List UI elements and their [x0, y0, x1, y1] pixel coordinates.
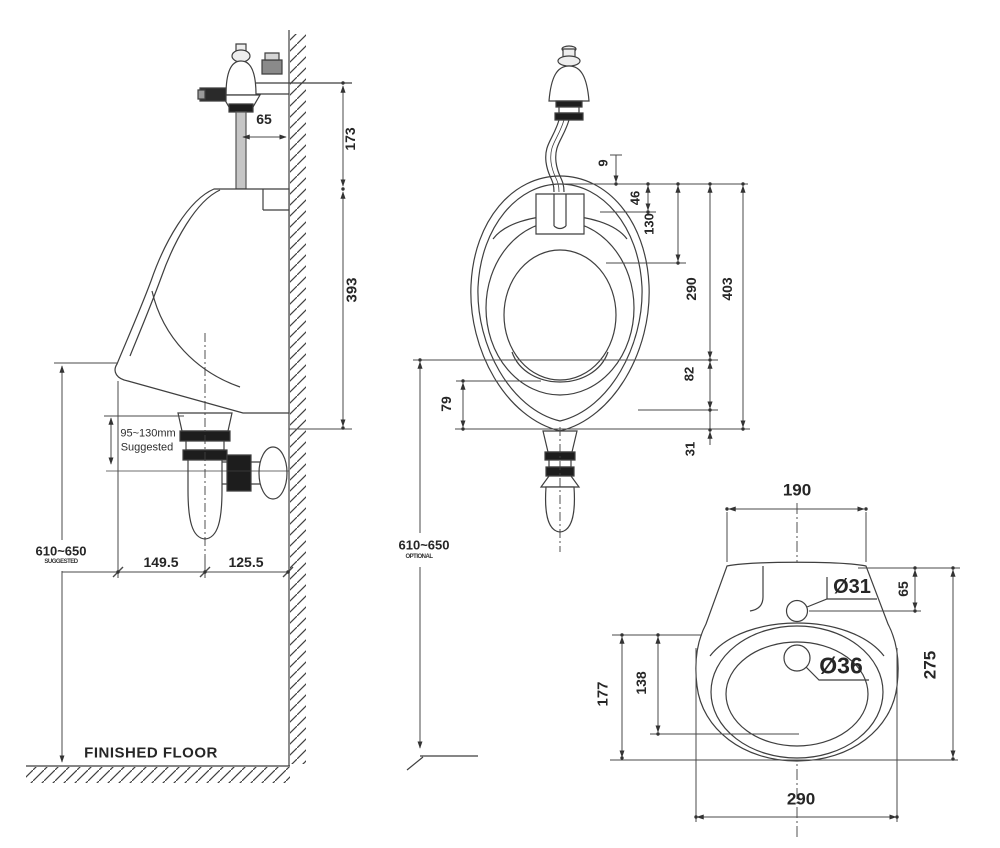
- dim-label-pipe-offset: 9: [595, 159, 611, 167]
- drain-trap-side: [106, 333, 289, 557]
- top-view-group: [696, 503, 898, 838]
- dim-label-front-to-drain: 149.5: [143, 554, 179, 570]
- label-inlet-hole-diameter: Ø31: [833, 576, 871, 598]
- drain-hole-leader: [806, 667, 869, 680]
- floor-hatching: [26, 767, 290, 783]
- flush-valve-side: [198, 44, 352, 189]
- dim-label-rim-height-side: 610~650: [35, 543, 87, 559]
- dim-label-body-height: 393: [343, 277, 361, 303]
- dim-label-back-width: 190: [782, 480, 812, 500]
- urinal-body-top: [696, 503, 898, 838]
- dim-label-spud-inset: 46: [627, 190, 643, 206]
- dim-label-inlet-offset: 65: [895, 581, 911, 597]
- front-view-group: [407, 46, 649, 770]
- inlet-spud-front: [536, 194, 584, 234]
- floor-mark-front: [407, 756, 478, 770]
- dim-label-bowl-depth: 177: [594, 681, 612, 707]
- finished-floor-label: FINISHED FLOOR: [84, 744, 218, 762]
- urinal-body-side: [115, 189, 289, 413]
- dim-label-rim-height-front: 610~650: [398, 537, 450, 553]
- drain-hole: [784, 645, 810, 671]
- label-drain-hole-diameter: Ø36: [819, 652, 863, 679]
- dim-label-valve-drop: 173: [342, 127, 358, 151]
- supply-pipe-front: [546, 120, 559, 192]
- side-view-dimensions: [54, 81, 352, 763]
- dim-label-below-bowl: 82: [681, 366, 697, 382]
- dim-label-total-width: 290: [786, 789, 816, 809]
- side-view-group: [26, 30, 352, 783]
- dim-label-pipe-to-wall: 65: [256, 111, 272, 127]
- inlet-hole: [787, 601, 808, 622]
- supply-pipe-side: [236, 112, 246, 189]
- dim-label-bowl-height: 290: [683, 277, 699, 301]
- dim-label-rim-height-note-side: SUGGESTED: [44, 559, 78, 565]
- dim-label-outlet-zone: 79: [438, 396, 454, 412]
- dim-label-outlet-drop: 31: [682, 441, 698, 457]
- outlet-front: [541, 427, 579, 552]
- dim-label-total-height: 403: [719, 277, 735, 301]
- dim-label-drain-to-wall: 125.5: [228, 554, 264, 570]
- dim-label-drain-depth: 138: [633, 671, 649, 695]
- top-view-dimensions: [610, 506, 960, 822]
- front-view-dimensions: [413, 155, 750, 749]
- flush-valve-front: [546, 46, 589, 192]
- wall-hatching: [290, 34, 306, 764]
- dim-label-spud-depth: 130: [641, 213, 657, 235]
- dim-label-total-depth: 275: [920, 650, 940, 680]
- dim-label-rim-height-note-front: OPTIONAL: [405, 554, 434, 560]
- note-spud-suggested: Suggested: [120, 441, 174, 454]
- note-spud-range: 95~130mm: [120, 427, 176, 440]
